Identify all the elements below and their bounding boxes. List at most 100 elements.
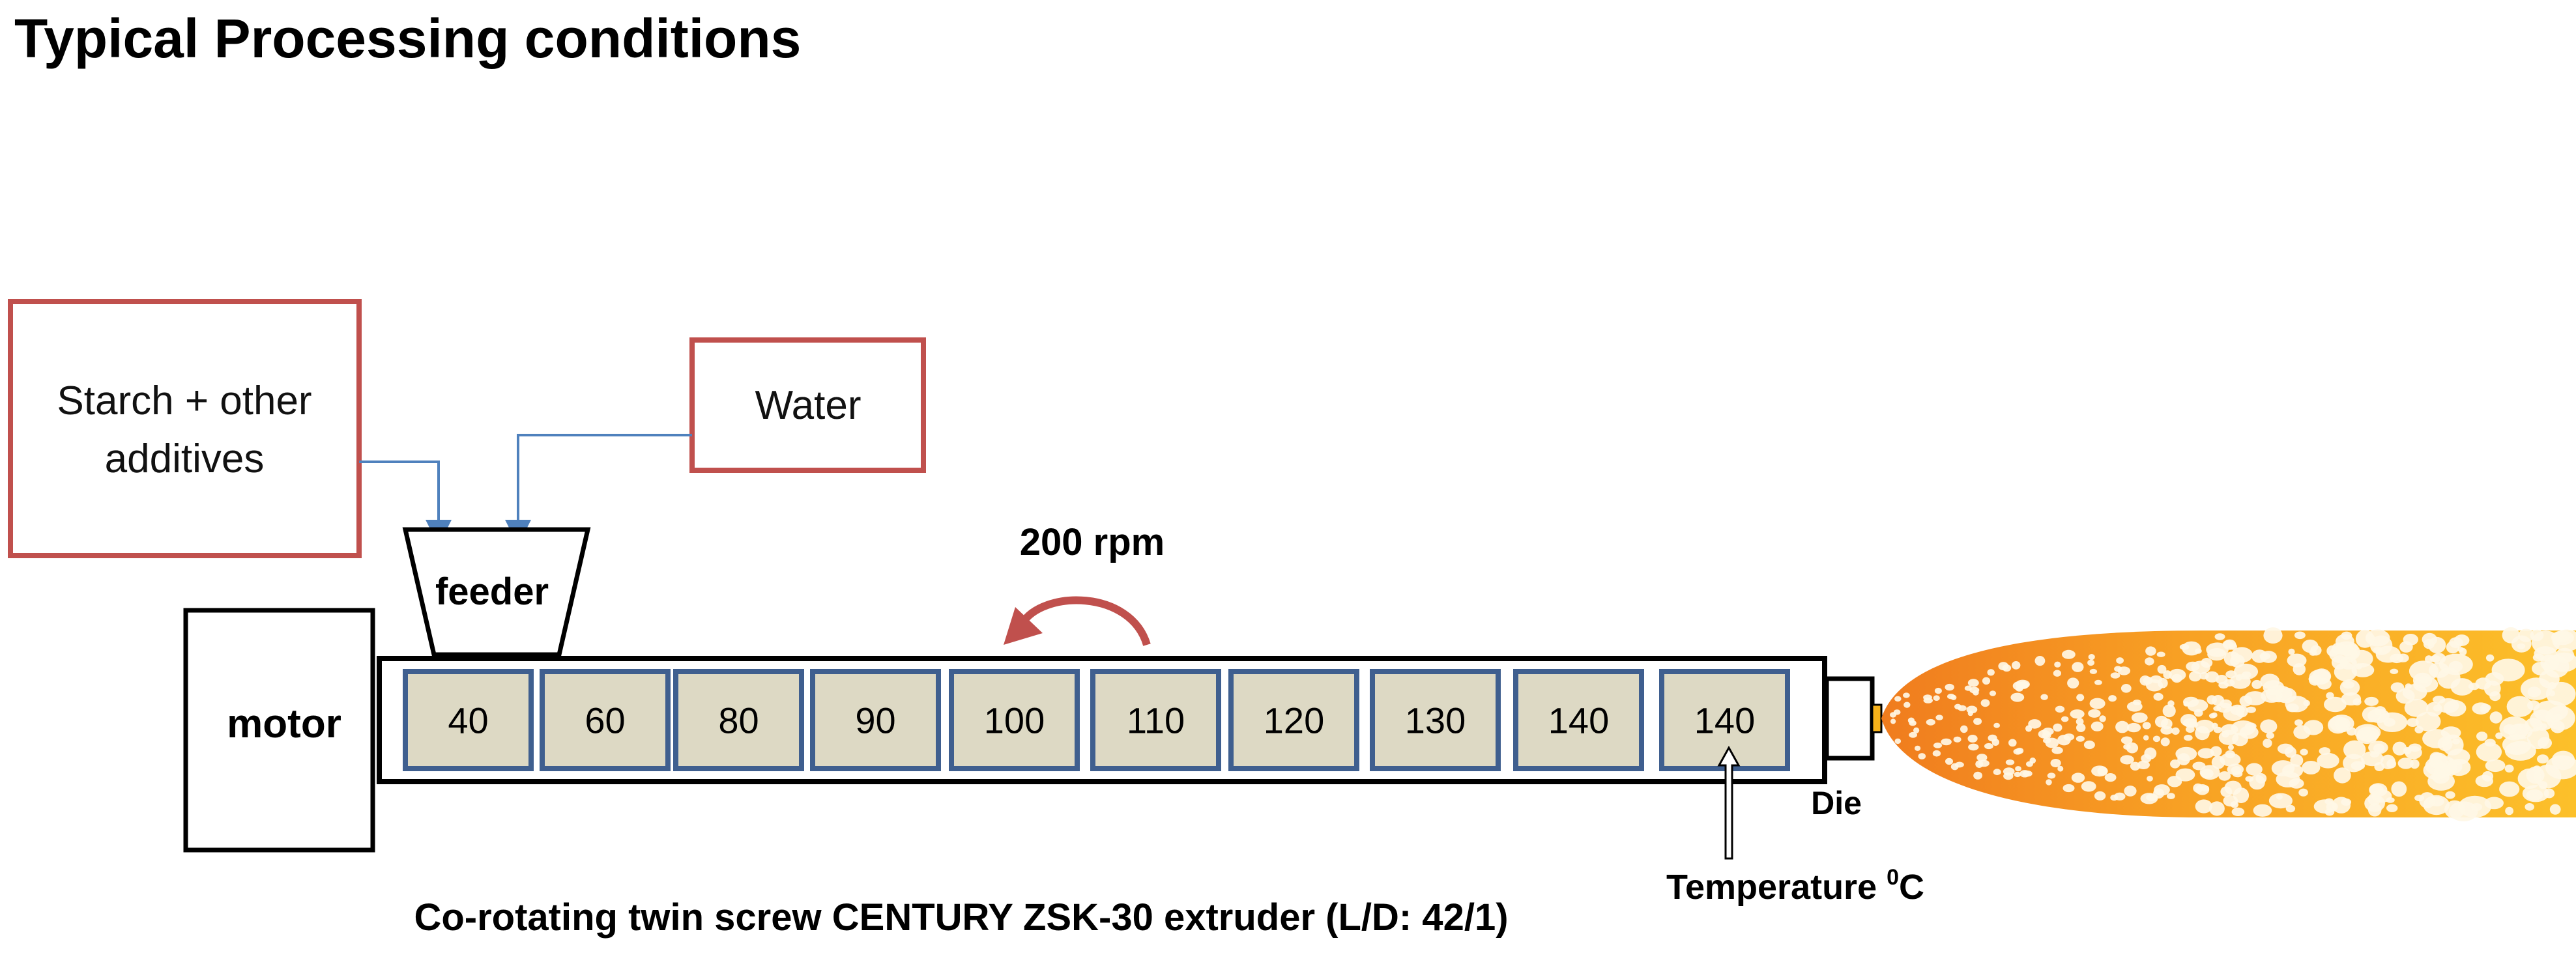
foam-bubble: [2347, 727, 2356, 736]
foam-bubble: [1998, 662, 2009, 671]
foam-bubble: [2014, 771, 2021, 778]
foam-bubble: [1933, 695, 1940, 701]
foam-bubble: [2343, 754, 2365, 773]
zone-temperature-6: 110: [1127, 700, 1185, 741]
foam-bubble: [2018, 681, 2029, 689]
foam-bubble: [2088, 654, 2095, 660]
foam-bubble: [2015, 766, 2021, 772]
foam-bubble: [2137, 760, 2150, 769]
foam-bubble: [1967, 735, 1978, 743]
temperature-pointer-arrow: [1717, 745, 1741, 860]
foam-bubble: [2405, 746, 2422, 759]
foam-bubble: [2131, 712, 2148, 723]
foam-bubble: [2231, 766, 2242, 774]
foam-bubble: [2282, 763, 2304, 778]
foam-bubble: [1933, 743, 1943, 748]
foam-bubble: [2180, 714, 2197, 727]
zone-box-2: [540, 669, 671, 771]
page-title: Typical Processing conditions: [14, 8, 801, 69]
foam-bubble: [2110, 672, 2120, 679]
foam-bubble: [2071, 773, 2085, 783]
foam-bubble: [2124, 786, 2137, 797]
foam-bubble: [1953, 736, 1961, 743]
foam-bubble: [2117, 666, 2131, 675]
foam-bubble: [2126, 742, 2139, 754]
foam-bubble: [2144, 747, 2157, 759]
foam-bubble: [2157, 664, 2167, 674]
foam-bubble: [2324, 696, 2347, 713]
foam-bubble: [2034, 656, 2046, 666]
foam-bubble: [2089, 698, 2106, 709]
foam-bubble: [2485, 654, 2495, 662]
foam-bubble: [2191, 660, 2210, 674]
foam-bubble: [2525, 803, 2534, 811]
foam-bubble: [2230, 704, 2245, 715]
foam-bubble: [2423, 639, 2435, 649]
foam-bubble: [2290, 754, 2304, 767]
foam-bubble: [2266, 732, 2274, 739]
foam-bubble: [2091, 765, 2108, 777]
foam-bubble: [1947, 694, 1955, 700]
foam-bubble: [2457, 647, 2464, 653]
foam-bubble: [2261, 688, 2283, 703]
foam-bubble: [2070, 709, 2085, 719]
foam-bubble: [1909, 731, 1918, 738]
foam-bubble: [1934, 687, 1942, 694]
foam-bubble: [2062, 784, 2075, 793]
foam-bubble: [2364, 795, 2386, 812]
foam-bubble: [2145, 646, 2156, 656]
foam-bubble: [1932, 750, 1941, 757]
water-feed-line: [505, 434, 692, 546]
foam-bubble: [2088, 709, 2101, 718]
foam-bubble: [1918, 753, 1926, 759]
foam-bubble: [2114, 792, 2126, 801]
foam-bubble: [1915, 745, 1921, 751]
foam-bubble: [2050, 759, 2061, 767]
screw-speed-label: 200 rpm: [1020, 521, 1165, 563]
zone-box-6: [1090, 669, 1221, 771]
foam-bubble: [2067, 677, 2079, 688]
foam-bubble: [2546, 681, 2576, 706]
die-label: Die: [1811, 785, 1862, 821]
foam-bubble: [2468, 683, 2480, 690]
foam-bubble: [2228, 744, 2234, 750]
foam-bubble: [2499, 716, 2530, 741]
foam-bubble: [2218, 771, 2231, 781]
motor-label: motor: [227, 702, 341, 746]
foam-bubble: [2160, 726, 2173, 735]
foam-bubble: [2046, 779, 2052, 786]
foam-bubble: [2184, 735, 2193, 741]
foam-bubble: [2511, 635, 2532, 653]
zone-temperature-3: 80: [718, 700, 759, 741]
foam-bubble: [2533, 700, 2568, 722]
water-input-label: Water: [755, 383, 861, 428]
foam-bubble: [2223, 795, 2238, 807]
foam-bubble: [2390, 682, 2405, 693]
foam-bubble: [2029, 758, 2036, 764]
foam-bubble: [1973, 771, 1983, 780]
foam-bubble: [2126, 722, 2141, 733]
foam-bubble: [2019, 770, 2031, 778]
die-nozzle: [1871, 703, 1883, 733]
foam-bubble: [2253, 804, 2272, 817]
foam-bubble: [1893, 709, 1901, 715]
zone-temperature-9: 140: [1548, 700, 1609, 741]
foam-bubble: [1987, 669, 1995, 676]
foam-bubble: [2386, 804, 2398, 812]
foam-bubble: [2156, 651, 2165, 657]
foam-bubble: [1978, 759, 1990, 767]
feeder-label: feeder: [435, 571, 549, 613]
foam-bubble: [1989, 690, 1997, 696]
zone-box-8: [1370, 669, 1501, 771]
foam-bubble: [2397, 758, 2414, 769]
foam-bubble: [2369, 635, 2393, 655]
foam-bubble: [2231, 647, 2253, 663]
foam-bubble: [2142, 722, 2151, 730]
foam-bubble: [2527, 687, 2541, 698]
starch-input-label-line1: Starch + other: [57, 378, 311, 423]
zone-temperature-8: 130: [1405, 700, 1466, 741]
foam-bubble: [2170, 759, 2180, 769]
foam-bubble: [2187, 699, 2208, 713]
foam-bubble: [2298, 788, 2308, 797]
